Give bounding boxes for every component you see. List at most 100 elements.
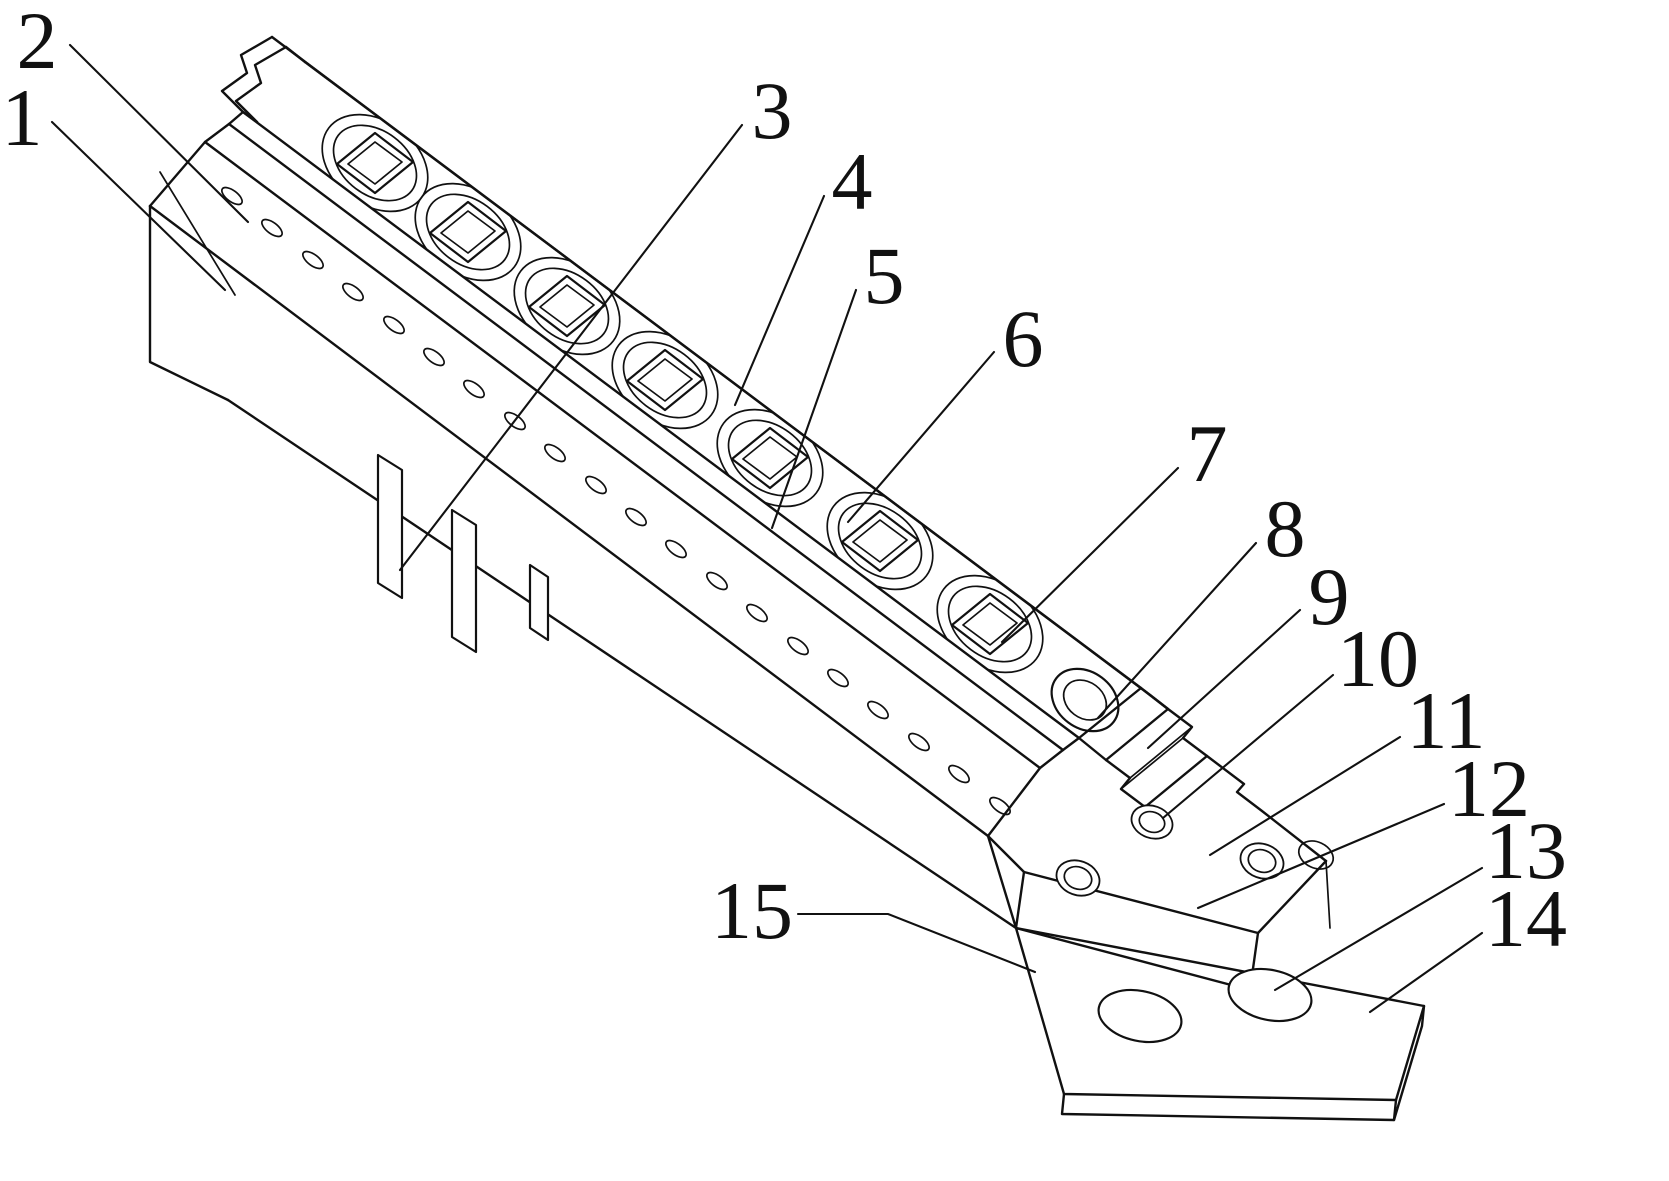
- chip-pads: [335, 131, 1030, 656]
- end-boss: [1050, 667, 1120, 733]
- pad-arc: [332, 124, 418, 202]
- pad-arc: [837, 502, 923, 580]
- part-label-11: 11: [1407, 675, 1486, 766]
- block-right-side-edge: [1325, 860, 1331, 929]
- step-edge: [227, 122, 1065, 752]
- slot-hole: [339, 279, 367, 305]
- slot-hole: [622, 504, 650, 530]
- slot-hole: [784, 633, 812, 659]
- slot-hole: [541, 440, 569, 466]
- connector-pin: [528, 563, 550, 642]
- part-label-6: 6: [1003, 293, 1044, 384]
- slot-hole: [380, 312, 408, 338]
- leader-line-7: [1000, 466, 1180, 644]
- boss-inner-ring: [1062, 679, 1108, 721]
- part-label-7: 7: [1187, 408, 1228, 499]
- slot-hole: [258, 215, 286, 241]
- step-tread-edge: [1129, 726, 1193, 779]
- block-bolt-holes: [1055, 804, 1285, 897]
- slot-hole: [986, 793, 1014, 819]
- slot-hole: [662, 536, 690, 562]
- device-body: [148, 35, 1426, 1122]
- connector-pin: [376, 453, 404, 600]
- pad-arc: [524, 267, 610, 345]
- part-labels: 1 2 3 4 5 6 7 8 9 10 11 12 13 14 15: [2, 0, 1568, 964]
- chip-pad: [950, 592, 1030, 656]
- pad-arc: [727, 419, 813, 497]
- part-label-3: 3: [752, 65, 793, 156]
- plate-mount-hole: [1227, 967, 1313, 1023]
- lid-top-edge: [303, 60, 1143, 690]
- slot-hole: [905, 729, 933, 755]
- lid-strip: [321, 113, 1120, 733]
- body-edges: [148, 35, 1170, 930]
- part-label-14: 14: [1485, 873, 1567, 964]
- bolt-hole-inner: [1063, 865, 1093, 891]
- step-tread-edge: [1143, 754, 1209, 809]
- bolt-hole-inner: [1247, 848, 1277, 874]
- left-notch-inner-edge: [234, 45, 288, 124]
- slot-hole: [703, 568, 731, 594]
- chip-pad: [527, 274, 607, 338]
- chip-pad: [625, 348, 705, 412]
- part-label-5: 5: [864, 230, 905, 321]
- part-label-1: 1: [2, 72, 43, 163]
- leader-line-10: [1161, 673, 1335, 820]
- left-cut-edge: [148, 110, 245, 208]
- connector-pin: [450, 508, 478, 654]
- body-bottom-edge: [226, 398, 1018, 930]
- left-face-edge: [148, 204, 230, 402]
- slot-hole: [864, 697, 892, 723]
- slot-face-top-edge: [203, 140, 1042, 770]
- plate-thickness-edge: [1060, 1092, 1398, 1122]
- block-front-bottom-edge: [1014, 926, 1252, 992]
- leader-line-4: [733, 194, 826, 407]
- bolt-hole: [1055, 859, 1101, 897]
- leader-line-9: [1146, 608, 1302, 750]
- leader-line-15: [796, 912, 1037, 974]
- bolt-hole: [1130, 804, 1174, 840]
- bar-end-cut: [986, 736, 1081, 838]
- pad-arc: [622, 341, 708, 419]
- leader-lines: [50, 43, 1484, 1014]
- left-notch-outer-edge: [220, 35, 274, 114]
- slot-hole: [420, 344, 448, 370]
- part-label-4: 4: [832, 136, 873, 227]
- leader-line-11: [1208, 735, 1402, 857]
- left-end: [148, 35, 307, 402]
- bolt-hole-inner: [1138, 810, 1166, 834]
- leader-line-1: [50, 120, 227, 292]
- edge-bolt-partial: [1297, 840, 1335, 870]
- left-face-diagonal: [159, 171, 236, 296]
- part-label-15: 15: [711, 865, 793, 956]
- end-steps: [1104, 707, 1209, 809]
- slot-hole: [824, 665, 852, 691]
- step-riser-edge: [1120, 737, 1184, 790]
- connector-pins: [376, 453, 550, 654]
- block-left-edge: [986, 834, 1026, 874]
- slot-hole: [460, 376, 488, 402]
- bar-end-front-edge: [986, 834, 1018, 930]
- leader-line-14: [1368, 931, 1484, 1014]
- plate-right-thickness-edge: [1392, 1004, 1426, 1122]
- end-block: [986, 686, 1335, 992]
- step-rail-lower: [1104, 758, 1147, 809]
- step-rail-upper: [1166, 707, 1209, 758]
- leader-line-2: [68, 43, 250, 224]
- block-right-corner-edge: [1256, 859, 1328, 935]
- block-front-left-edge: [1014, 870, 1026, 930]
- plate-top-face: [1014, 926, 1426, 1102]
- part-label-12: 12: [1448, 743, 1530, 834]
- block-top-right-edge: [1205, 754, 1328, 863]
- plate-mount-hole: [1097, 988, 1183, 1044]
- slot-hole: [743, 600, 771, 626]
- slot-hole: [299, 247, 327, 273]
- chip-pad: [840, 509, 920, 573]
- part-label-9: 9: [1309, 551, 1350, 642]
- pad-arc: [947, 585, 1033, 663]
- leader-line-8: [1096, 541, 1258, 720]
- chip-pad: [335, 131, 415, 195]
- slot-hole: [582, 472, 610, 498]
- leader-line-3: [398, 123, 744, 572]
